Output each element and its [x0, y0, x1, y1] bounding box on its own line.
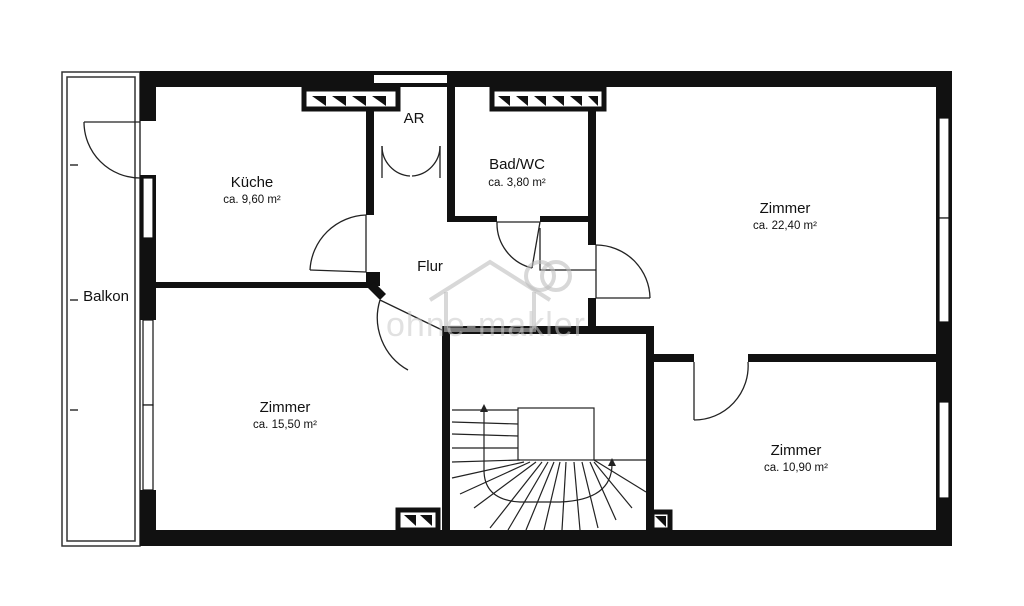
interior-walls: [156, 87, 936, 546]
shaft-top-bad: [489, 86, 607, 112]
balcony-outline: [61, 71, 141, 547]
top-opening: [374, 75, 447, 83]
stair-arrows: [480, 404, 616, 466]
room-area-zimmer-links: ca. 15,50 m²: [253, 419, 317, 431]
room-name-bad: Bad/WC: [489, 156, 545, 173]
shaft-bottom-right: [649, 509, 673, 533]
room-name-flur: Flur: [417, 258, 443, 275]
room-name-zimmer-klein: Zimmer: [770, 442, 822, 459]
watermark-text: ohne-makler: [386, 306, 586, 344]
watermark-house-icon: [428, 259, 572, 332]
staircase: [451, 407, 647, 531]
doors: [83, 121, 749, 421]
room-area-zimmer-klein: ca. 10,90 m²: [764, 462, 828, 474]
shaft-bottom-left: [395, 507, 441, 533]
room-name-ar: AR: [403, 110, 425, 127]
balcony-ticks: [70, 164, 78, 411]
windows-right: [938, 117, 950, 499]
room-name-balkon: Balkon: [83, 288, 129, 305]
windows-left: [142, 177, 154, 491]
room-name-zimmer-links: Zimmer: [259, 399, 311, 416]
room-area-zimmer-gross: ca. 22,40 m²: [753, 220, 817, 232]
room-area-bad: ca. 3,80 m²: [488, 177, 546, 189]
room-name-zimmer-gross: Zimmer: [759, 200, 811, 217]
room-name-kueche: Küche: [230, 174, 274, 191]
room-area-kueche: ca. 9,60 m²: [223, 194, 281, 206]
shaft-top-left: [301, 86, 401, 112]
